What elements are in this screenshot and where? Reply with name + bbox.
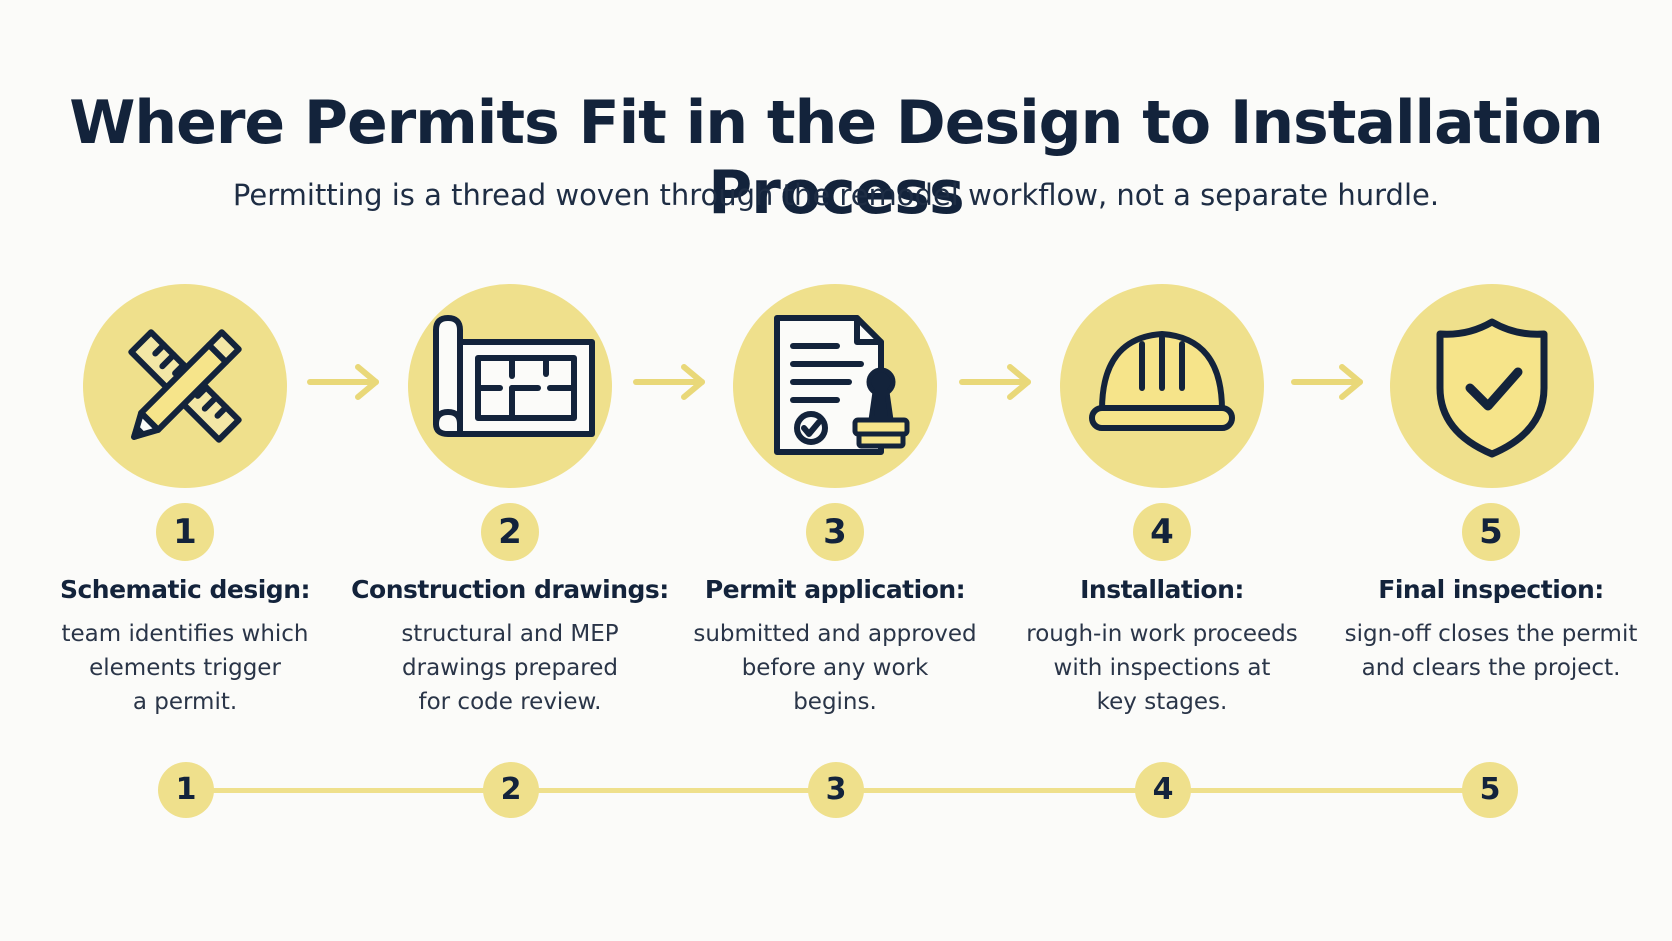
ruler-pencil-icon: [128, 329, 242, 443]
step-3-number: 3: [806, 503, 864, 561]
shield-check-icon: [1436, 318, 1548, 458]
step-1-icon-circle: [83, 284, 287, 488]
step-5-title: Final inspection:: [1378, 575, 1604, 604]
arrow-1-2-icon: [307, 364, 379, 400]
step-4-description: rough-in work proceeds with inspections …: [1026, 621, 1298, 715]
arrow-2-3-icon: [633, 364, 705, 400]
step-4-title: Installation:: [1080, 575, 1244, 604]
arrow-3-4-icon: [959, 364, 1031, 400]
timeline-node-5: 5: [1462, 762, 1518, 818]
timeline-node-1: 1: [158, 762, 214, 818]
page-title: Where Permits Fit in the Design to Insta…: [69, 88, 1604, 228]
arrow-4-5-icon: [1291, 364, 1363, 400]
step-1-number: 1: [156, 503, 214, 561]
timeline-node-2: 2: [483, 762, 539, 818]
step-3-description: submitted and approved before any work b…: [693, 621, 977, 715]
timeline-node-3: 3: [808, 762, 864, 818]
step-2-icon-circle: [408, 284, 612, 488]
step-5-icon-circle: [1390, 284, 1594, 488]
step-3-icon-circle: [733, 284, 937, 488]
document-stamp-icon: [774, 315, 910, 455]
timeline-node-4: 4: [1135, 762, 1191, 818]
step-2-number: 2: [481, 503, 539, 561]
blueprint-icon: [433, 315, 595, 437]
page-subtitle: Permitting is a thread woven through the…: [232, 178, 1440, 212]
hard-hat-icon: [1089, 331, 1235, 431]
step-1-description: team identifies which elements trigger a…: [61, 621, 309, 715]
step-5-description: sign-off closes the permit and clears th…: [1344, 621, 1638, 681]
step-1-title: Schematic design:: [59, 575, 311, 604]
step-4-icon-circle: [1060, 284, 1264, 488]
step-5-number: 5: [1462, 503, 1520, 561]
step-3-title: Permit application:: [704, 575, 966, 604]
step-4-number: 4: [1133, 503, 1191, 561]
step-2-description: structural and MEP drawings prepared for…: [401, 621, 619, 715]
step-2-title: Construction drawings:: [351, 575, 669, 604]
